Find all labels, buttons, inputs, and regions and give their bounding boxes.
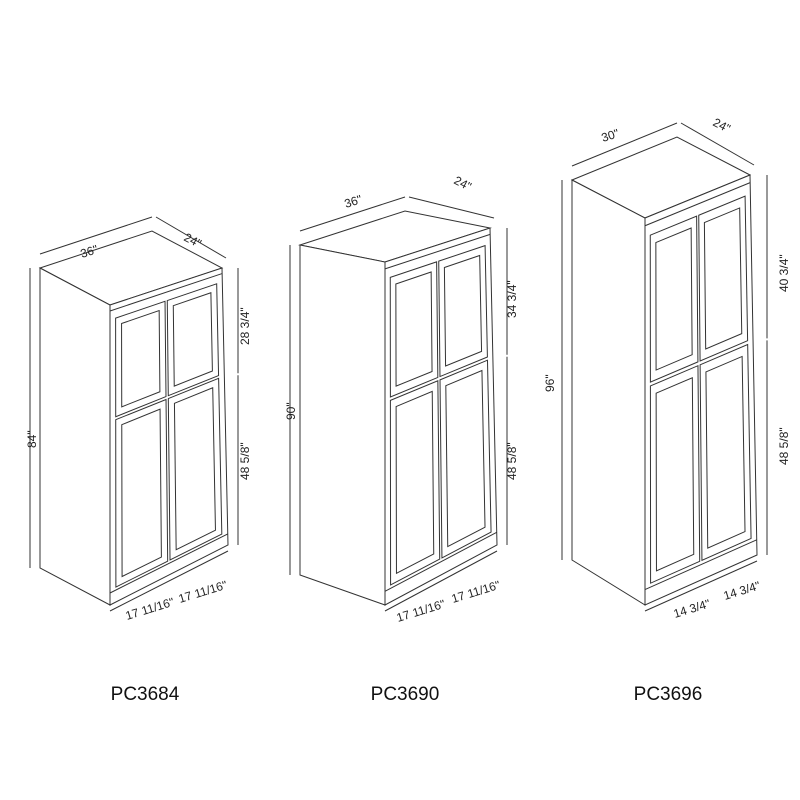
door-panel xyxy=(121,309,161,408)
model-label: PC3684 xyxy=(111,684,180,705)
height-dimension: 84" xyxy=(25,430,39,448)
upper-door-dimension: 28 3/4" xyxy=(238,307,252,345)
toe-kick xyxy=(384,531,497,592)
width-dimension-line xyxy=(299,196,406,232)
door-panel xyxy=(395,271,433,387)
door-width-dimension-line xyxy=(644,560,758,612)
width-dimension: 36" xyxy=(343,192,364,211)
width-dimension: 36" xyxy=(79,242,100,261)
width-dimension: 30" xyxy=(600,126,621,145)
toe-kick xyxy=(644,539,757,590)
width-dimension-line xyxy=(571,122,678,167)
door-panel xyxy=(121,408,162,578)
door-panel xyxy=(395,390,435,575)
width-dimension-line xyxy=(39,216,153,255)
lower-door-dimension: 48 5/8" xyxy=(238,442,252,480)
crown-molding xyxy=(644,182,751,227)
lower-door-dimension: 48 5/8" xyxy=(777,427,791,465)
door-panel xyxy=(655,227,693,371)
door-width-right: 14 3/4" xyxy=(722,578,762,602)
door-width-right: 17 11/16" xyxy=(177,578,229,606)
crown-molding xyxy=(384,233,491,270)
door-panel xyxy=(443,254,483,367)
door-panel xyxy=(173,387,216,551)
cabinet-side xyxy=(299,244,386,606)
lower-door-dimension: 48 5/8" xyxy=(505,442,519,480)
door-panel xyxy=(705,355,746,549)
depth-dimension-line xyxy=(408,196,495,219)
door-panel xyxy=(172,292,213,387)
door-width-left: 17 11/16" xyxy=(124,595,176,623)
door-panel xyxy=(445,369,486,548)
door-width-dimension-line xyxy=(384,550,498,612)
cabinet-side xyxy=(571,179,646,606)
door-width-left: 14 3/4" xyxy=(672,596,712,620)
cabinet-drawings xyxy=(29,122,768,612)
depth-dimension: 24" xyxy=(452,173,474,193)
upper-door-dimension: 34 3/4" xyxy=(505,280,519,318)
toe-kick xyxy=(109,533,228,594)
depth-dimension: 24" xyxy=(711,115,733,135)
door-width-dimension-line xyxy=(109,550,229,612)
cabinet-side xyxy=(39,267,111,606)
depth-dimension-line xyxy=(680,122,755,166)
door-panel xyxy=(655,376,695,572)
crown-molding xyxy=(109,273,223,312)
height-dimension: 96" xyxy=(543,374,557,392)
model-label: PC3690 xyxy=(371,684,440,705)
door-width-right: 17 11/16" xyxy=(450,578,502,606)
model-label: PC3696 xyxy=(634,684,703,705)
door-panel xyxy=(703,207,743,350)
height-dimension: 90" xyxy=(284,402,298,420)
depth-dimension-line xyxy=(155,216,227,259)
upper-door-dimension: 40 3/4" xyxy=(777,254,791,292)
depth-dimension: 24" xyxy=(182,230,204,250)
cabinet-pc3696: 30" 24" 96" 40 3/4" 48 5/8" 14 3/4" 14 3… xyxy=(543,115,791,705)
